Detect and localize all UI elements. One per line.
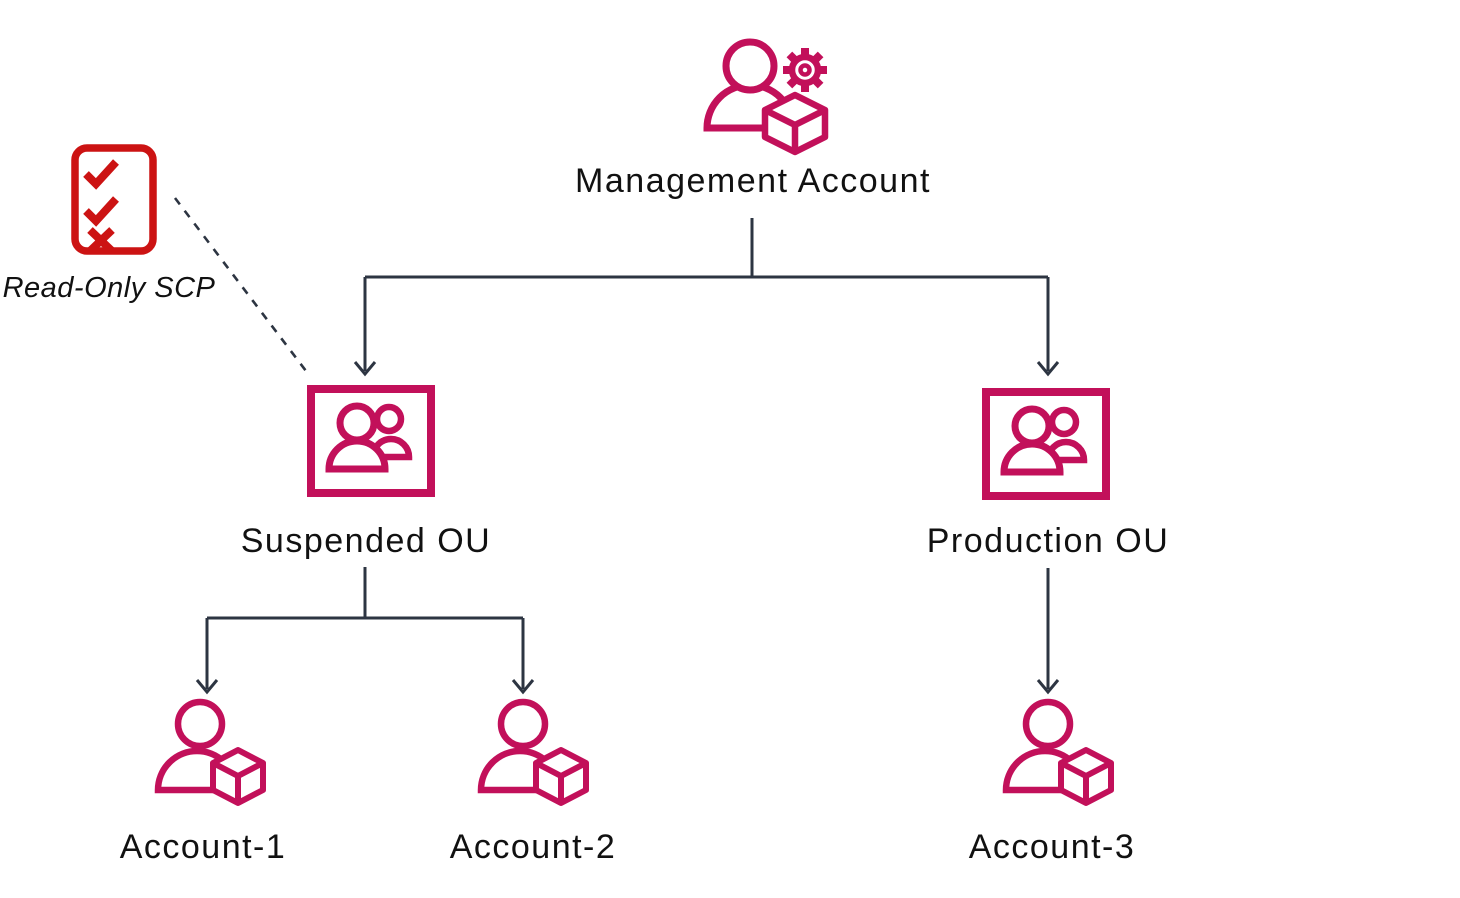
person-head: [336, 402, 378, 444]
person-body: [325, 437, 389, 473]
person-head: [174, 698, 226, 750]
arrowhead-account2: [511, 679, 535, 695]
account-2-label: Account-2: [449, 828, 617, 866]
cube-icon: [761, 91, 829, 156]
person-head: [722, 38, 778, 94]
node-account-2: [473, 698, 589, 810]
ou-frame: [307, 385, 435, 497]
cube-icon: [1058, 747, 1114, 806]
user-cube-icon: [154, 698, 266, 806]
arrowhead-account3: [1036, 679, 1060, 695]
x-icon: [87, 227, 115, 254]
account-1-label: Account-1: [119, 828, 287, 866]
organizational-unit-people-icon: [307, 385, 435, 497]
edge-scp-dashed: [173, 197, 308, 372]
person-head: [1011, 405, 1053, 447]
organizational-unit-people-icon: [982, 388, 1110, 500]
user-cube-icon: [1002, 698, 1114, 806]
node-read-only-scp: [70, 143, 160, 258]
node-management-account: [690, 30, 835, 160]
cube-icon: [210, 747, 266, 806]
arrowhead-production: [1036, 361, 1060, 377]
user-cube-icon: [477, 698, 589, 806]
check-icon: [83, 159, 119, 190]
arrowhead-suspended: [353, 361, 377, 377]
person-head: [373, 403, 405, 435]
arrowhead-account1: [195, 679, 219, 695]
person-head: [1022, 698, 1074, 750]
policy-checklist-icon: [71, 144, 157, 255]
suspended-ou-label: Suspended OU: [240, 522, 492, 560]
cube-icon: [533, 747, 589, 806]
production-ou-label: Production OU: [926, 522, 1170, 560]
node-production-ou: [982, 388, 1110, 500]
node-account-1: [150, 698, 266, 810]
management-account-label: Management Account: [575, 162, 931, 200]
person-head: [497, 698, 549, 750]
ou-frame: [982, 388, 1110, 500]
user-gear-cube-icon: [703, 38, 829, 156]
read-only-scp-label: Read-Only SCP: [2, 272, 216, 304]
account-3-label: Account-3: [968, 828, 1136, 866]
person-body: [1000, 440, 1064, 476]
gear-icon: [783, 48, 827, 92]
check-icon: [83, 196, 119, 227]
checklist-frame: [71, 144, 157, 255]
person-head: [1048, 406, 1080, 438]
node-account-3: [998, 698, 1114, 810]
node-suspended-ou: [307, 385, 435, 497]
